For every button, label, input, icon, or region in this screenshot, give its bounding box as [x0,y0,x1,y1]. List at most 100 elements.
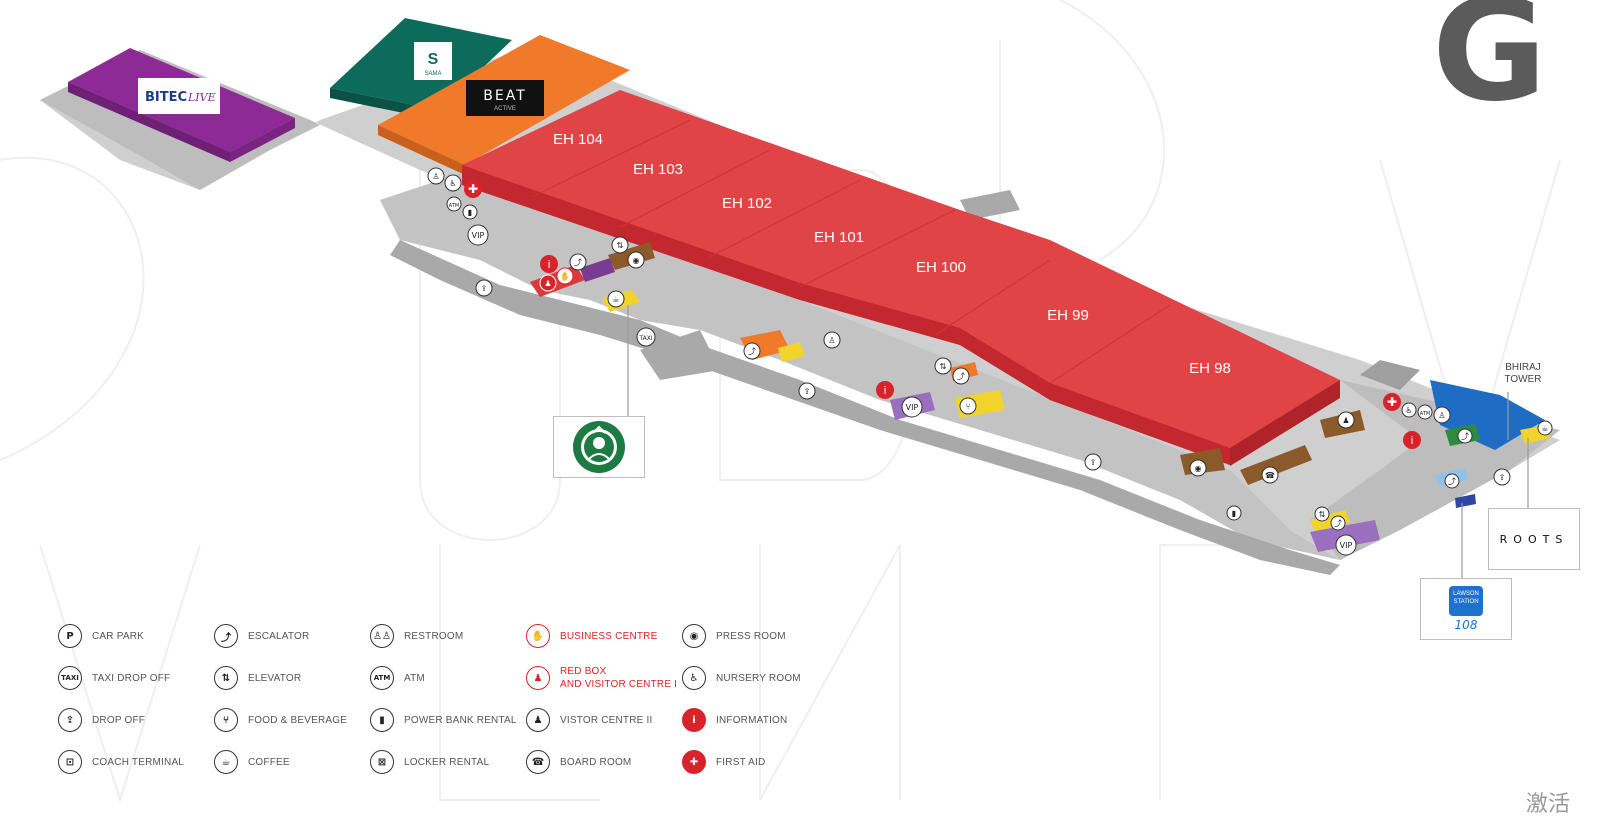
coffee-marker-2[interactable]: ☕ [1537,420,1553,436]
business-centre-marker[interactable]: ✋ [556,267,574,285]
bitec-live-logo: BITEC LIVE [138,78,220,114]
nursery-marker-2[interactable]: ♿ [1401,402,1417,418]
legend-label: VISTOR CENTRE II [560,714,653,726]
info-marker-1[interactable]: i [540,255,558,273]
info-marker-2[interactable]: i [876,381,894,399]
svg-text:TAXI: TAXI [638,335,652,342]
starbucks-logo-icon [573,421,625,473]
escalator-marker-3[interactable]: ⤴ [952,367,970,385]
svg-text:⇪: ⇪ [481,284,488,293]
dropoff-marker-4[interactable]: ⇪ [1493,468,1511,486]
legend-label: NURSERY ROOM [716,672,801,684]
vip-marker-1[interactable]: VIP [467,224,489,246]
legend-label: INFORMATION [716,714,788,726]
starbucks-callout[interactable] [553,416,645,478]
restroom-marker-2[interactable]: ♙ [823,331,841,349]
legend-icon: ATM [370,666,394,690]
escalator-marker-4[interactable]: ⤴ [1457,428,1473,444]
nursery-marker[interactable]: ♿ [444,174,462,192]
visitor-centre-marker[interactable]: ♟ [539,274,557,292]
hall-label-eh102: EH 102 [722,195,772,212]
legend-label: COACH TERMINAL [92,756,185,768]
elevator-marker-3[interactable]: ⇅ [1314,506,1330,522]
svg-text:♙: ♙ [432,172,439,181]
atm-marker[interactable]: ATM [446,196,462,212]
svg-text:LIVE: LIVE [187,91,216,104]
legend-item: ⑂FOOD & BEVERAGE [214,706,347,734]
lawson-callout[interactable]: LAWSON STATION 108 [1420,578,1512,640]
svg-text:♿: ♿ [1405,406,1412,415]
atm-marker-2[interactable]: ATM [1417,404,1433,420]
board-room-marker[interactable]: ☎ [1261,466,1279,484]
legend-icon: i [682,708,706,732]
first-aid-marker[interactable]: ✚ [464,180,482,198]
dropoff-marker-3[interactable]: ⇪ [1084,453,1102,471]
first-aid-marker-2[interactable]: ✚ [1383,393,1401,411]
elevator-marker-1[interactable]: ⇅ [611,236,629,254]
svg-text:⤴: ⤴ [748,346,756,356]
svg-text:BITEC: BITEC [145,90,187,105]
legend-label: RED BOX AND VISITOR CENTRE I [560,666,678,690]
dropoff-marker-1[interactable]: ⇪ [475,279,493,297]
legend-label: ESCALATOR [248,630,310,642]
svg-text:VIP: VIP [1340,541,1353,550]
legend-icon: ▮ [370,708,394,732]
elevator-marker-2[interactable]: ⇅ [934,357,952,375]
sama-logo: S SAMA [414,42,452,80]
legend-icon: ♿ [682,666,706,690]
legend-icon: ⑂ [214,708,238,732]
powerbank-marker[interactable]: ▮ [462,204,478,220]
svg-text:ACTIVE: ACTIVE [494,106,516,112]
legend-icon: ♙♙ [370,624,394,648]
restroom-marker[interactable]: ♙ [427,167,445,185]
legend-item: ♟ RED BOX AND VISITOR CENTRE I [526,664,677,692]
svg-text:⑂: ⑂ [966,402,971,411]
coffee-marker-1[interactable]: ☕ [607,290,625,308]
svg-text:VIP: VIP [472,231,485,240]
info-marker-3[interactable]: i [1403,431,1421,449]
legend-item: ✚FIRST AID [682,748,765,776]
press-room-marker-1[interactable]: ◉ [627,251,645,269]
dropoff-marker-2[interactable]: ⇪ [798,382,816,400]
legend-item: ⊡ COACH TERMINAL [58,748,184,776]
svg-text:⇅: ⇅ [617,241,624,250]
legend-item: ♟ VISTOR CENTRE II [526,706,652,734]
svg-text:✚: ✚ [468,182,478,196]
bhiraj-tower-label: BHIRAJ TOWER [1504,362,1542,385]
visitor-centre-2-marker[interactable]: ♟ [1337,411,1355,429]
legend-item: ⊠LOCKER RENTAL [370,748,489,776]
hall-label-eh101: EH 101 [814,229,864,246]
svg-text:♿: ♿ [449,179,456,188]
restroom-marker-3[interactable]: ♙ [1433,406,1451,424]
legend-icon: TAXI [58,666,82,690]
legend-item: ▮POWER BANK RENTAL [370,706,517,734]
vip-marker-2[interactable]: VIP [901,396,923,418]
legend-label: TAXI DROP OFF [92,672,171,684]
food-marker-1[interactable]: ⑂ [959,397,977,415]
powerbank-marker-2[interactable]: ▮ [1226,505,1242,521]
escalator-marker-2[interactable]: ⤴ [743,342,761,360]
floor-level-indicator: G [1432,0,1547,133]
escalator-marker-6[interactable]: ⤴ [1330,515,1346,531]
svg-text:☕: ☕ [612,295,619,304]
escalator-marker-5[interactable]: ⤴ [1444,473,1460,489]
escalator-marker-1[interactable]: ⤴ [569,253,587,271]
roots-callout[interactable]: ROOTS [1488,508,1580,570]
svg-text:⇅: ⇅ [940,362,947,371]
press-room-marker-2[interactable]: ◉ [1189,459,1207,477]
svg-text:BEAT: BEAT [483,88,527,104]
svg-text:⤴: ⤴ [1461,431,1469,441]
svg-text:⇅: ⇅ [1319,510,1326,519]
svg-text:⇪: ⇪ [1090,458,1097,467]
svg-text:♟: ♟ [1342,416,1349,425]
legend-icon: ♟ [526,708,550,732]
legend-icon: ⊡ [58,750,82,774]
legend-label: ELEVATOR [248,672,302,684]
legend-label: FIRST AID [716,756,766,768]
legend-item: ♿ NURSERY ROOM [682,664,801,692]
taxi-marker[interactable]: TAXI [636,327,656,347]
vip-marker-3[interactable]: VIP [1335,534,1357,556]
legend-icon: ♟ [526,666,550,690]
